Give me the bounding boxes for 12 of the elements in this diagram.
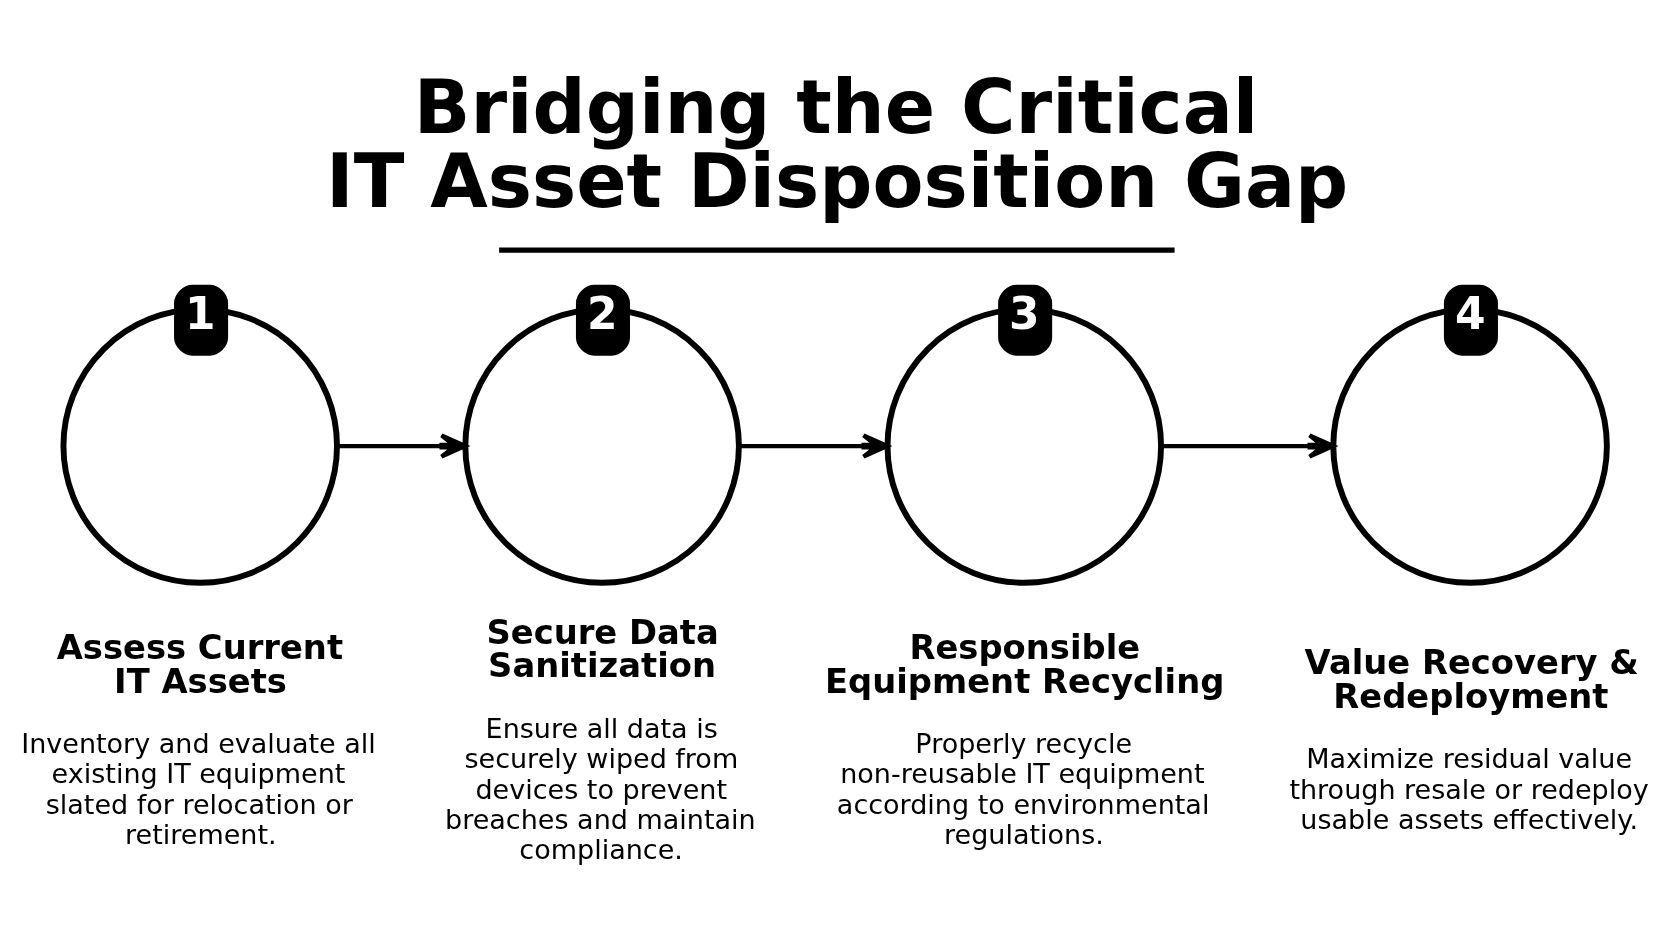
node-label: Ensure all data is securely wiped from devices to prevent breaches and maintain compliance. bbox=[445, 712, 756, 865]
node-label: Maximize residual value through resale or redeploy usable assets effectively. bbox=[1289, 742, 1649, 835]
node-label: Assess Current IT Assets bbox=[56, 627, 344, 701]
diagram-title: Bridging the Critical IT Asset Disposition Gap bbox=[326, 63, 1349, 225]
node-label: Inventory and evaluate all existing IT equipment slated for relocation or retirement. bbox=[21, 727, 376, 850]
node-label: Properly recycle non-reusable IT equipment according to environmental regulations. bbox=[836, 727, 1210, 850]
node-label: Value Recovery & Redeployment bbox=[1304, 642, 1639, 716]
arrow bbox=[739, 432, 890, 459]
arrow bbox=[1161, 432, 1336, 459]
node-label: Responsible Equipment Recycling bbox=[825, 627, 1225, 701]
arrow bbox=[337, 432, 468, 459]
node-label: Secure Data Sanitization bbox=[486, 612, 719, 685]
